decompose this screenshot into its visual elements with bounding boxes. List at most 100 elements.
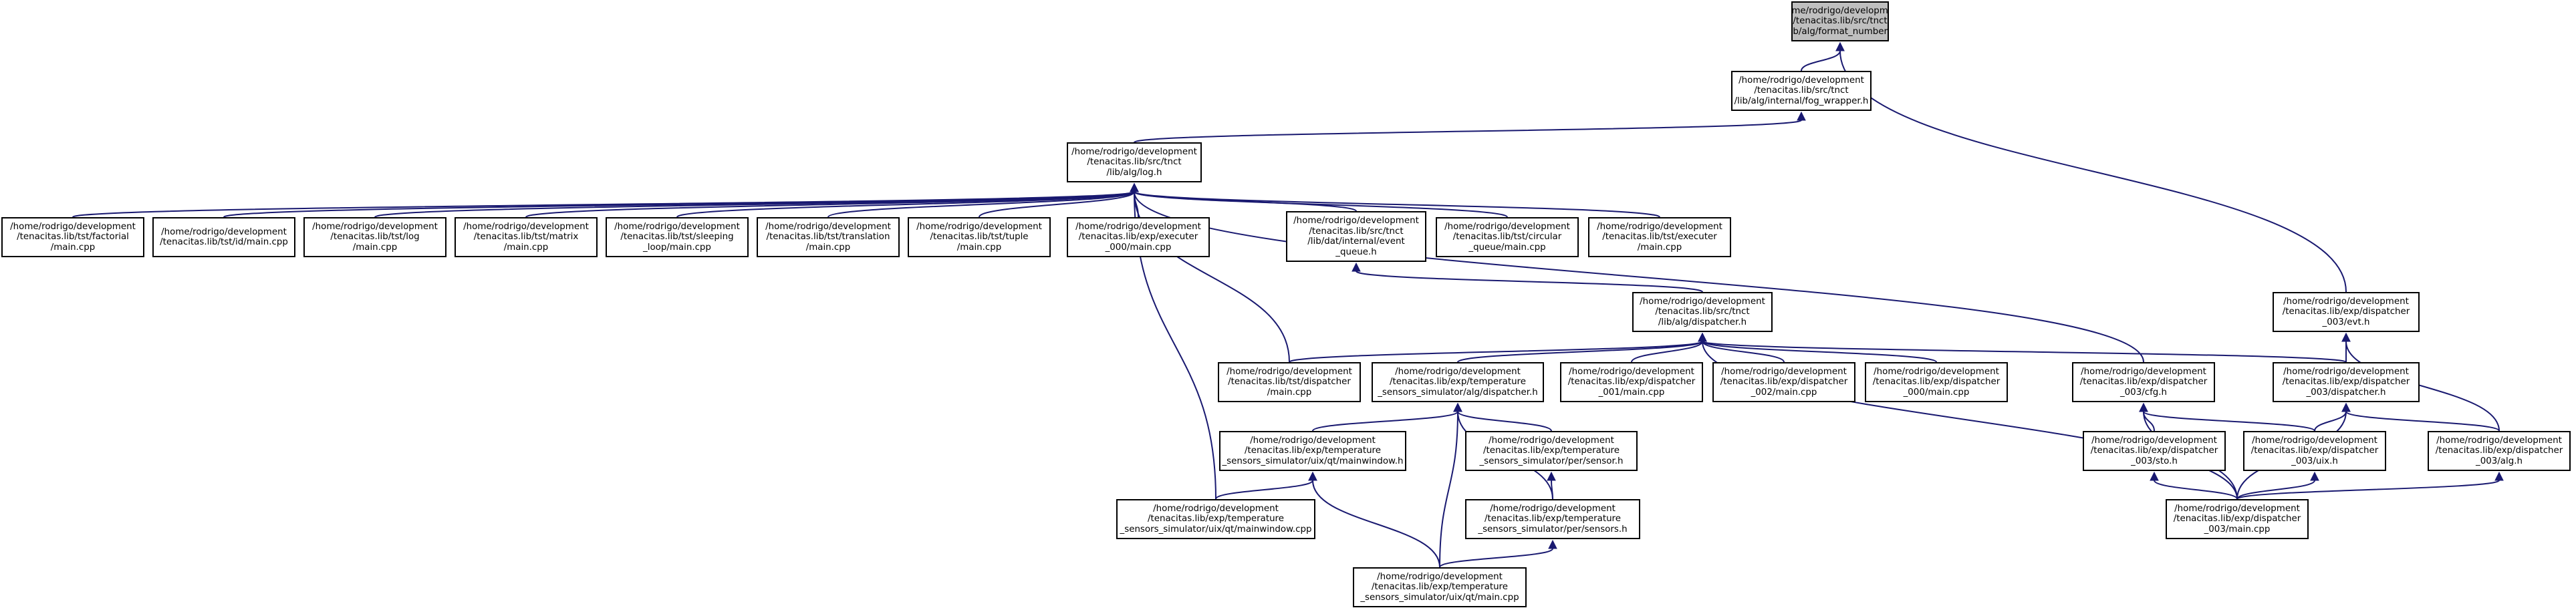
file-node-label-line: /home/rodrigo/development [161,226,287,237]
file-node-label-line: _003/uix.h [2291,456,2338,466]
edge-mainwindow-h-to-temp-main [1308,471,1440,568]
file-node-tst-id[interactable]: /home/rodrigo/development/tenacitas.lib/… [152,217,295,257]
file-node-label-line: /lib/alg/internal/fog_wrapper.h [1734,96,1869,106]
file-node-sto[interactable]: /home/rodrigo/development/tenacitas.lib/… [2083,431,2226,471]
file-node-disp003-main[interactable]: /home/rodrigo/development/tenacitas.lib/… [2166,499,2309,539]
file-node-label-line: /home/rodrigo/development [1569,366,1694,377]
file-node-label-line: /main.cpp [1267,387,1312,398]
file-node-label-line: /home/rodrigo/development [1721,366,1847,377]
edge-temp-alg-dispatcher-to-mainwindow-h [1312,402,1462,432]
file-node-label-line: /tenacitas.lib/tst/log [330,232,420,243]
file-node-log[interactable]: /home/rodrigo/development/tenacitas.lib/… [1067,142,1202,182]
file-node-tst-circular[interactable]: /home/rodrigo/development/tenacitas.lib/… [1436,217,1579,257]
file-node-label-line: _003/alg.h [2476,456,2523,466]
file-node-label-line: _sensors_simulator/uix/qt/mainwindow.cpp [1120,524,1312,535]
file-node-label-line: _003/evt.h [2322,317,2370,327]
file-node-sensor-h[interactable]: /home/rodrigo/development/tenacitas.lib/… [1465,431,1638,471]
file-node-disp-002[interactable]: /home/rodrigo/development/tenacitas.lib/… [1712,362,1855,402]
file-node-label-line: _queue/main.cpp [1468,242,1546,253]
file-node-label-line: /tenacitas.lib/tst/factorial [17,232,129,243]
file-node-label-line: /main.cpp [50,242,96,253]
file-node-label-line: /tenacitas.lib/tst/matrix [473,232,579,243]
file-node-label-line: /tenacitas.lib/exp/temperature [1389,377,1527,388]
file-node-label-line: /home/rodrigo/development [1071,146,1197,157]
file-node-uix[interactable]: /home/rodrigo/development/tenacitas.lib/… [2243,431,2386,471]
file-node-tst-matrix[interactable]: /home/rodrigo/development/tenacitas.lib/… [455,217,598,257]
file-node-event-queue[interactable]: /home/rodrigo/development/tenacitas.lib/… [1286,211,1426,262]
file-node-label-line: /home/rodrigo/development [2283,366,2409,377]
file-node-label-line: /tenacitas.lib/exp/dispatcher [2090,446,2218,456]
file-node-label-line: /tenacitas.lib/exp/dispatcher [2173,514,2301,524]
file-node-label-line: /tenacitas.lib/exp/dispatcher [2282,307,2410,317]
file-node-label-line: /home/rodrigo/development [2174,503,2300,514]
file-node-alg[interactable]: /home/rodrigo/development/tenacitas.lib/… [2428,431,2571,471]
file-node-disp-000[interactable]: /home/rodrigo/development/tenacitas.lib/… [1865,362,2008,402]
file-node-label-line: /home/rodrigo/development [916,221,1042,232]
edge-format-number-to-evt [1835,41,2347,293]
file-node-sensors-h[interactable]: /home/rodrigo/development/tenacitas.lib/… [1465,499,1640,539]
file-node-label-line: /home/rodrigo/development [1874,366,1999,377]
file-node-tst-executer[interactable]: /home/rodrigo/development/tenacitas.lib/… [1588,217,1731,257]
file-node-label-line: /tenacitas.lib/exp/dispatcher [2079,377,2208,388]
file-node-label-line: /main.cpp [956,242,1002,253]
file-node-exp-executer[interactable]: /home/rodrigo/development/tenacitas.lib/… [1067,217,1210,257]
file-node-tst-dispatcher[interactable]: /home/rodrigo/development/tenacitas.lib/… [1218,362,1361,402]
file-node-disp003-dispatcher[interactable]: /home/rodrigo/development/tenacitas.lib/… [2273,362,2420,402]
file-node-format-number[interactable]: /home/rodrigo/development/tenacitas.lib/… [1791,1,1889,41]
file-node-label-line: /home/rodrigo/development [2081,366,2206,377]
file-node-label-line: _002/main.cpp [1751,387,1817,398]
file-node-tst-sleeping[interactable]: /home/rodrigo/development/tenacitas.lib/… [606,217,749,257]
file-node-label-line: _003/sto.h [2131,456,2178,466]
file-node-label-line: /home/rodrigo/development [1490,503,1616,514]
file-node-label-line: /home/rodrigo/development [1250,435,1376,446]
file-node-label-line: /lib/dat/internal/event [1307,237,1405,247]
file-node-mainwindow-cpp[interactable]: /home/rodrigo/development/tenacitas.lib/… [1116,499,1315,539]
edge-evt-to-alg [2341,332,2500,432]
edge-log-to-cfg [1130,182,2144,363]
file-node-label-line: /lib/alg/format_number.h [1793,26,1889,37]
file-node-dispatcher-h[interactable]: /home/rodrigo/development/tenacitas.lib/… [1632,292,1773,332]
file-node-evt[interactable]: /home/rodrigo/development/tenacitas.lib/… [2273,292,2420,332]
file-node-label-line: /tenacitas.lib/tst/circular [1452,232,1562,243]
file-node-label-line: /home/rodrigo/development [312,221,438,232]
edge-dispatcher-h-to-tst-dispatcher [1289,332,1707,363]
file-node-fog-wrapper[interactable]: /home/rodrigo/development/tenacitas.lib/… [1731,71,1872,111]
file-node-label-line: /tenacitas.lib/src/tnct [1655,307,1750,317]
file-node-temp-main[interactable]: /home/rodrigo/development/tenacitas.lib/… [1353,567,1527,607]
file-node-label-line: _003/dispatcher.h [2306,387,2386,398]
file-node-label-line: /lib/alg/dispatcher.h [1658,317,1747,327]
edge-mainwindow-h-to-mainwindow-cpp [1215,471,1317,500]
edge-alg-to-disp003-main [2236,471,2504,500]
file-node-tst-tuple[interactable]: /home/rodrigo/development/tenacitas.lib/… [908,217,1051,257]
file-node-label-line: /tenacitas.lib/exp/dispatcher [2435,446,2563,456]
file-node-label-line: /home/rodrigo/development [1293,216,1419,226]
file-node-label-line: /home/rodrigo/development [1227,366,1352,377]
file-node-label-line: /home/rodrigo/development [2436,435,2562,446]
edge-temp-alg-dispatcher-to-sensor-h [1453,402,1552,432]
file-node-tst-factorial[interactable]: /home/rodrigo/development/tenacitas.lib/… [1,217,144,257]
edge-cfg-to-uix [2139,402,2315,432]
edge-temp-alg-dispatcher-to-temp-main [1439,402,1462,568]
file-node-tst-log[interactable]: /home/rodrigo/development/tenacitas.lib/… [303,217,446,257]
file-node-label-line: /home/rodrigo/development [10,221,136,232]
file-node-label-line: /home/rodrigo/development [1640,296,1765,307]
file-node-temp-alg-dispatcher[interactable]: /home/rodrigo/development/tenacitas.lib/… [1372,362,1544,402]
file-node-label-line: /tenacitas.lib/exp/dispatcher [1567,377,1696,388]
file-node-label-line: /tenacitas.lib/exp/temperature [1244,446,1382,456]
file-node-label-line: /home/rodrigo/development [1489,435,1614,446]
file-node-label-line: _003/main.cpp [2204,524,2271,535]
file-node-label-line: /tenacitas.lib/exp/dispatcher [2250,446,2379,456]
file-node-tst-translation[interactable]: /home/rodrigo/development/tenacitas.lib/… [757,217,900,257]
file-node-label-line: /home/rodrigo/development [1377,571,1503,582]
edge-disp003-dispatcher-to-alg [2341,402,2500,432]
file-node-label-line: /tenacitas.lib/exp/executer [1078,232,1198,243]
file-node-mainwindow-h[interactable]: /home/rodrigo/development/tenacitas.lib/… [1219,431,1406,471]
file-node-label-line: /tenacitas.lib/tst/sleeping [620,232,734,243]
file-node-label-line: /home/rodrigo/development [1153,503,1279,514]
file-node-label-line: /tenacitas.lib/tst/dispatcher [1228,377,1351,388]
file-node-cfg[interactable]: /home/rodrigo/development/tenacitas.lib/… [2072,362,2215,402]
edge-fog-wrapper-to-log [1134,111,1806,143]
file-node-disp-001[interactable]: /home/rodrigo/development/tenacitas.lib/… [1560,362,1703,402]
file-node-label-line: /tenacitas.lib/tst/executer [1602,232,1717,243]
